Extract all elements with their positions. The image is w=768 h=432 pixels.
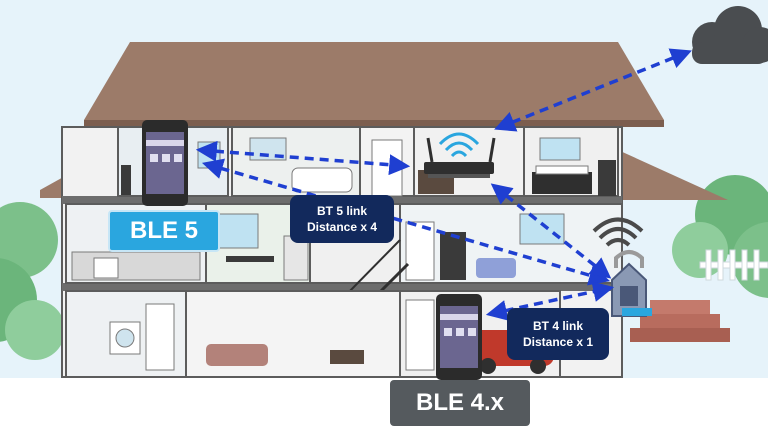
phone-ble4-icon	[436, 294, 482, 380]
roof	[84, 42, 664, 120]
garage-door	[405, 299, 435, 371]
roof-right-eave	[618, 150, 728, 200]
tree-right	[672, 175, 768, 298]
ground	[0, 378, 768, 432]
dining-window	[217, 213, 259, 249]
fence	[699, 249, 768, 281]
ground-door-1	[145, 303, 175, 371]
bedroom-window	[539, 137, 581, 161]
floor-mid-slab	[62, 283, 622, 291]
ble4-label: BLE 4.x	[390, 380, 530, 426]
living-window	[519, 213, 565, 245]
bt5-link-title: BT 5 link	[316, 204, 367, 218]
dining-table	[226, 256, 274, 262]
bed-main	[532, 172, 592, 194]
bt4-link-callout: BT 4 link Distance x 1	[507, 308, 609, 360]
kitchen-counter	[71, 251, 201, 281]
bathtub	[291, 167, 353, 193]
speaker-top	[121, 165, 131, 195]
living-sofa	[206, 344, 268, 366]
front-steps	[630, 300, 730, 342]
living-sofa-mid	[476, 258, 516, 278]
bed-pillows	[535, 165, 589, 175]
bt4-link-title: BT 4 link	[532, 319, 583, 333]
arrow-router-lock	[490, 183, 612, 279]
phone-ble5-icon	[142, 120, 188, 206]
bookshelf	[440, 232, 466, 280]
ble5-label: BLE 5	[108, 210, 220, 252]
door-top	[371, 139, 403, 197]
arrow-router-cloud	[494, 48, 692, 132]
car-wheel-1	[480, 358, 496, 374]
cloud-icon	[692, 6, 768, 64]
bt5-link-callout: BT 5 link Distance x 4	[290, 195, 394, 243]
tree-left	[0, 202, 65, 360]
bt5-link-distance: Distance x 4	[306, 220, 378, 234]
car-wheel-2	[530, 358, 546, 374]
bt4-link-distance: Distance x 1	[522, 335, 594, 349]
tv-stand	[330, 350, 364, 364]
kitchen-stove	[93, 257, 119, 279]
dresser	[598, 160, 616, 196]
washer-door	[115, 328, 135, 348]
